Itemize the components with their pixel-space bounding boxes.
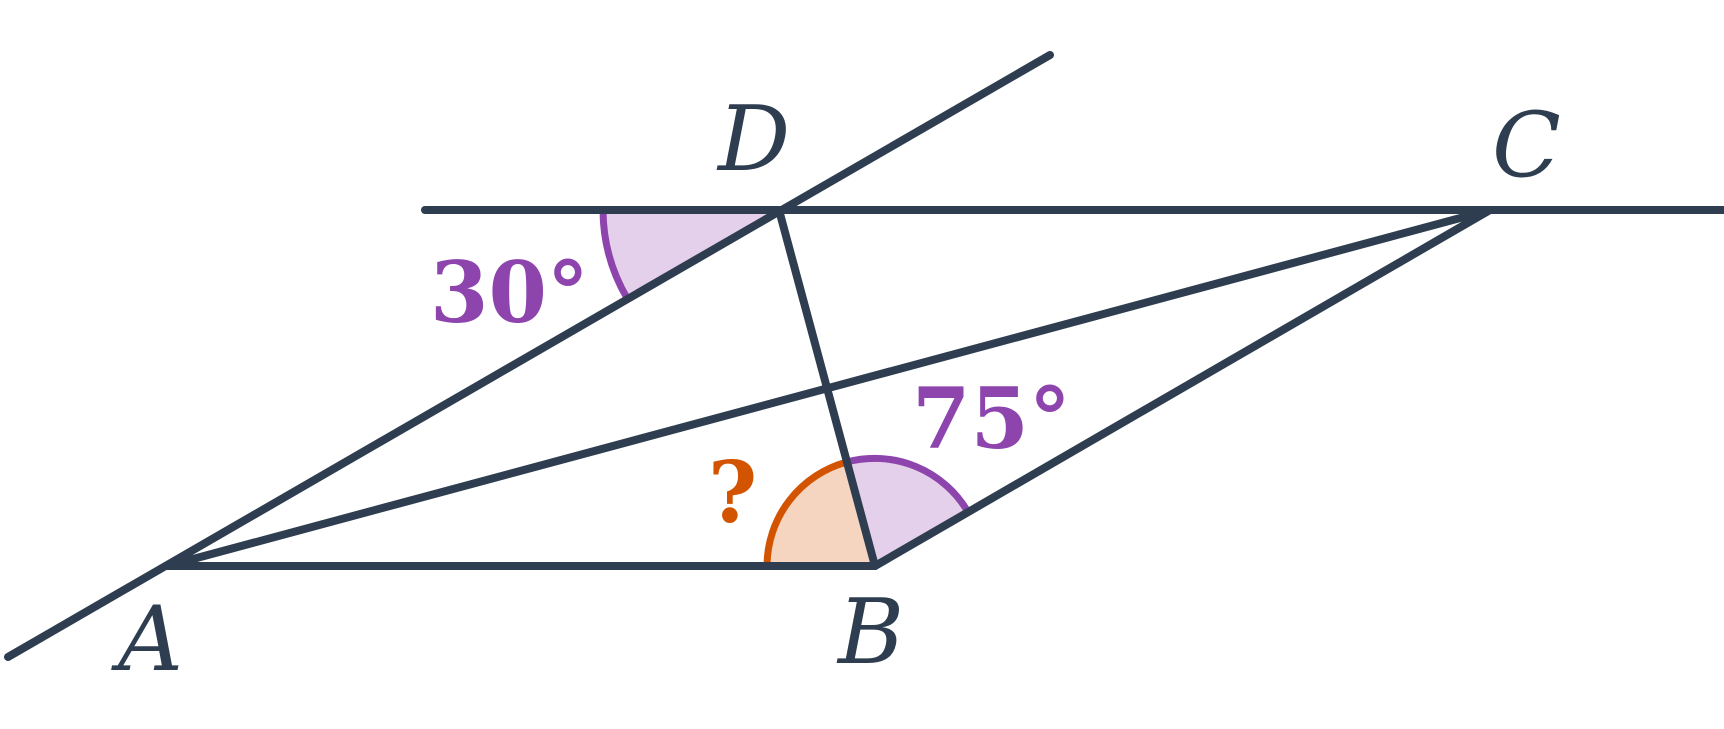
angle-75-sector xyxy=(847,458,968,566)
point-label-C: C xyxy=(1492,93,1561,198)
angle-75-arc xyxy=(846,454,972,514)
angle-label-30: 30° xyxy=(430,243,589,342)
point-label-B: B xyxy=(836,580,904,685)
point-label-A: A xyxy=(111,587,183,692)
angle-label-75: 75° xyxy=(912,369,1071,468)
segment-AC xyxy=(163,206,1494,570)
point-label-D: D xyxy=(716,87,790,192)
angle-unknown-sector xyxy=(767,462,875,566)
line-through-A-D-extended xyxy=(4,51,1054,661)
angle-unknown-arc xyxy=(763,458,848,567)
angle-30-sector xyxy=(603,210,779,298)
angle-30-arc xyxy=(599,209,631,300)
angle-label-unknown: ? xyxy=(708,443,757,542)
segment-BC xyxy=(871,206,1494,570)
